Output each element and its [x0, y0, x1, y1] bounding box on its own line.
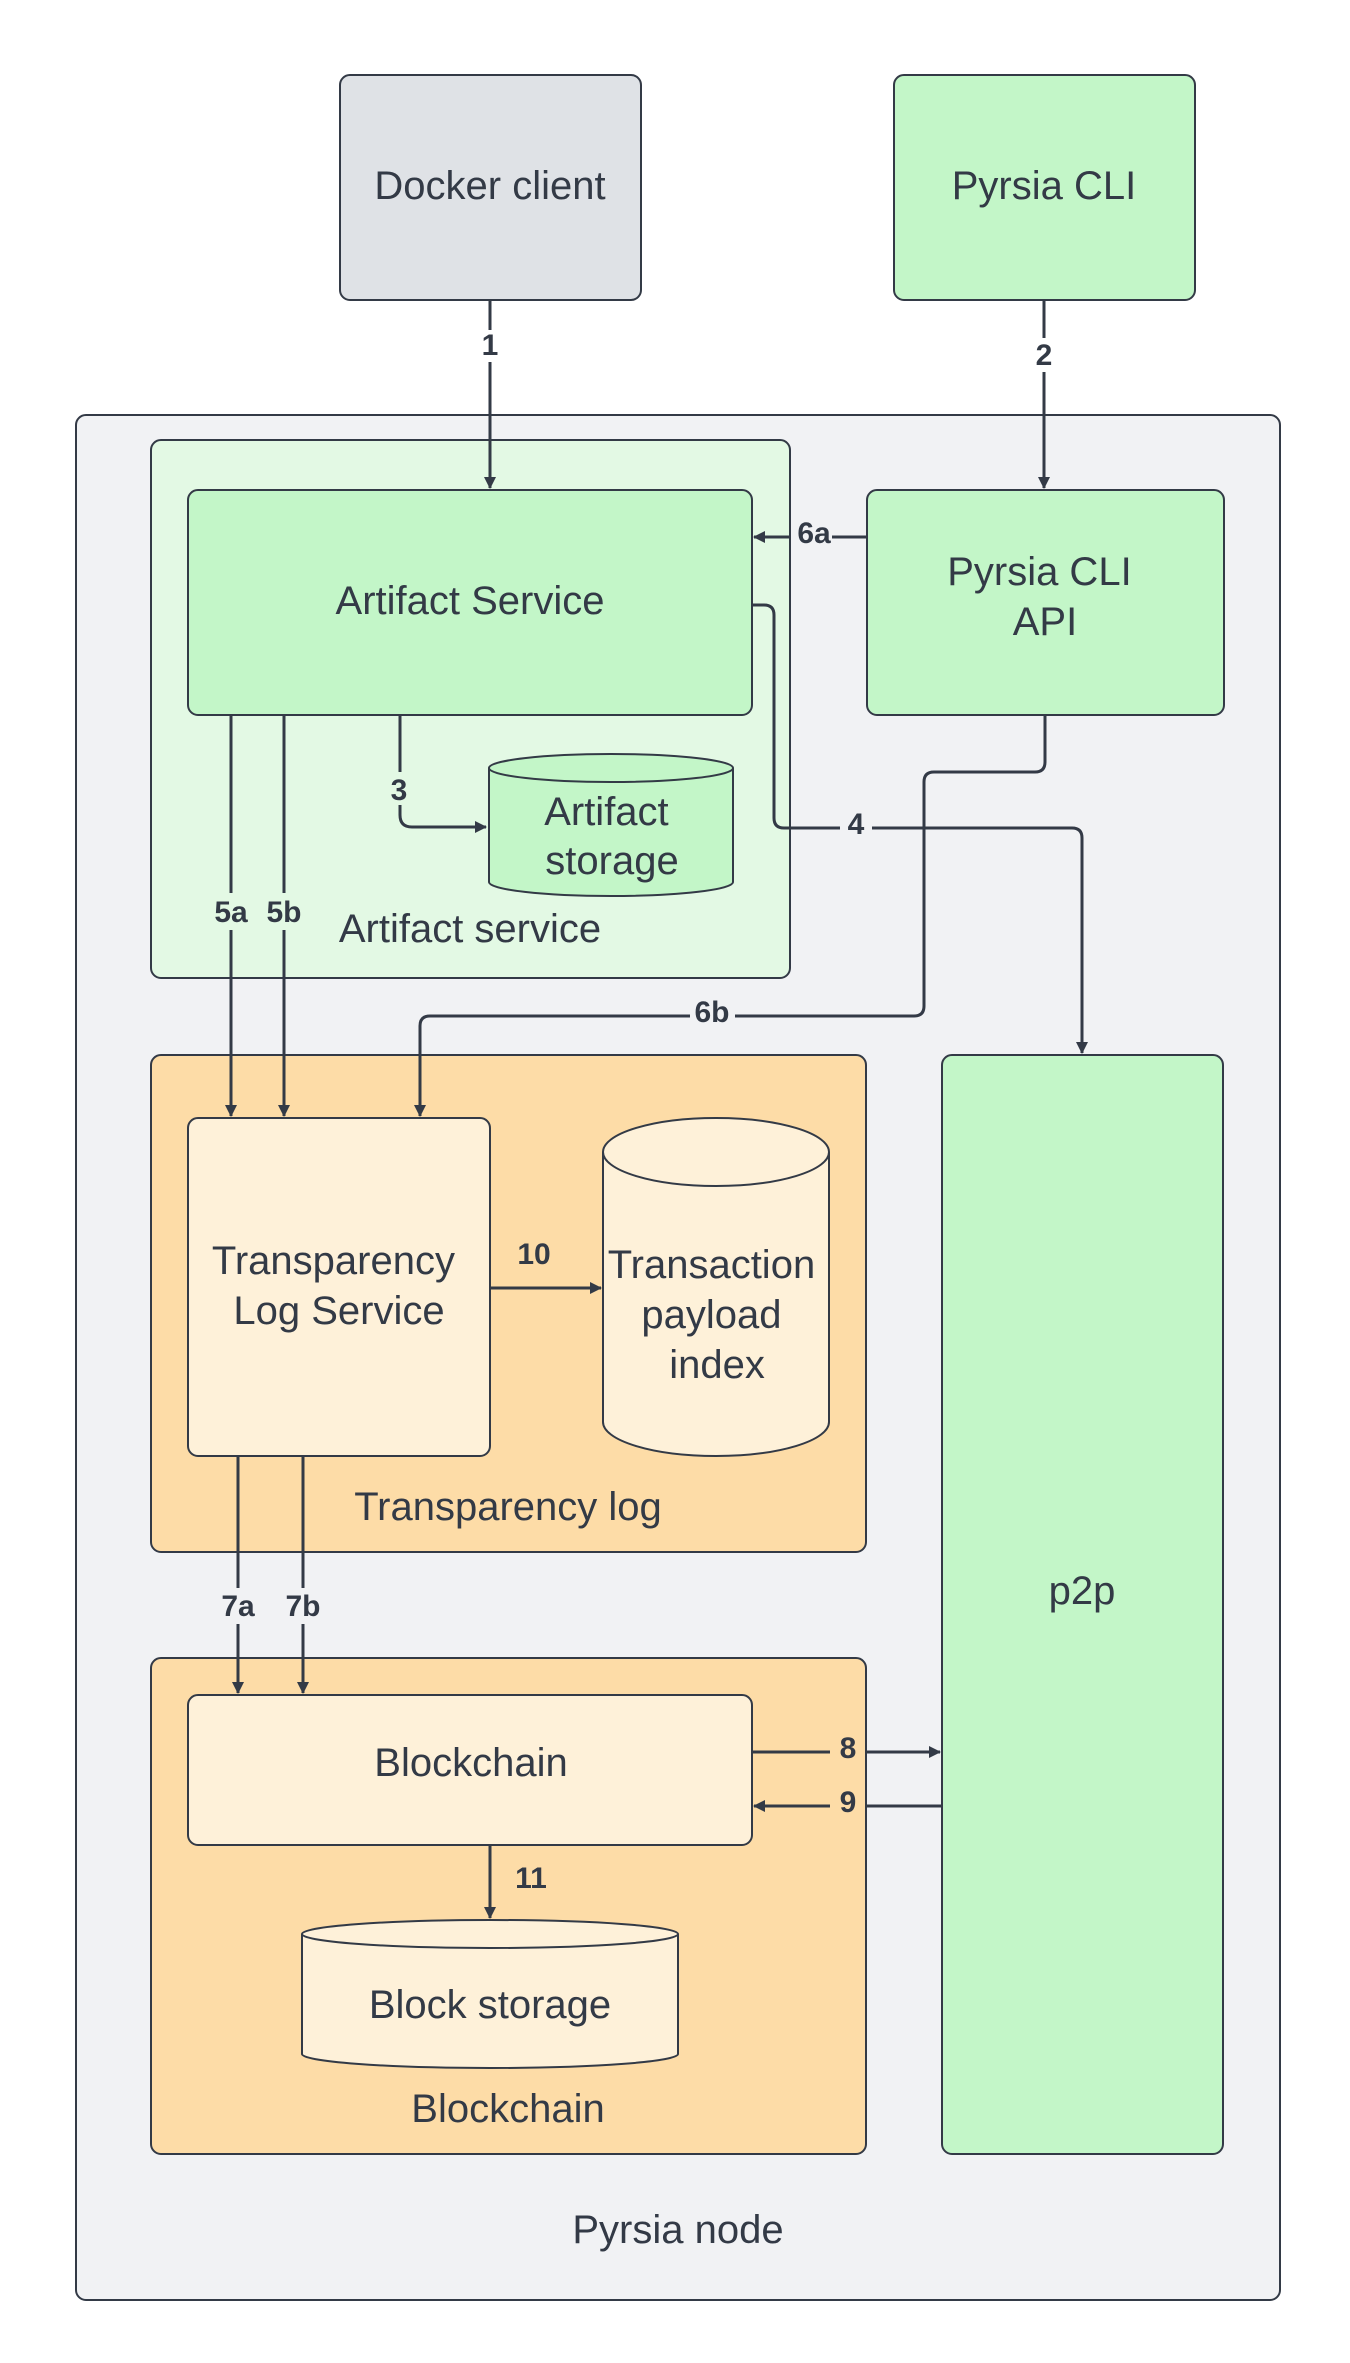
transparency-log-service-label: Transparency Log Service	[212, 1239, 466, 1333]
edge-5b-label: 5b	[266, 896, 301, 929]
edge-7a-label: 7a	[221, 1590, 255, 1623]
transaction-payload-index-cylinder	[602, 1117, 830, 1457]
artifact-service-label: Artifact Service	[336, 579, 605, 623]
pyrsia-cli-api-label: Pyrsia CLI API	[947, 550, 1143, 644]
transparency-log-service-box	[187, 1117, 491, 1457]
edge-6a-label: 6a	[797, 517, 831, 550]
edge-6b-label: 6b	[694, 996, 729, 1029]
edge-9-label: 9	[840, 1786, 857, 1819]
blockchain-box	[187, 1694, 753, 1846]
blockchain-group-label: Blockchain	[411, 2087, 604, 2131]
edge-4	[753, 603, 1082, 1053]
block-storage-cylinder	[301, 1919, 679, 2069]
artifact-service-group-label: Artifact service	[339, 907, 601, 951]
edge-11-label: 11	[515, 1862, 547, 1895]
edge-7b-label: 7b	[285, 1590, 320, 1623]
blockchain-label: Blockchain	[374, 1741, 567, 1785]
edge-4-label: 4	[848, 808, 865, 841]
block-storage-label: Block storage	[369, 1983, 611, 2027]
transaction-payload-index-label: Transaction payload index	[608, 1243, 827, 1387]
transparency-log-group-label: Transparency log	[354, 1485, 662, 1529]
pyrsia-node-label: Pyrsia node	[572, 2208, 783, 2252]
p2p-label: p2p	[1049, 1569, 1116, 1613]
edge-1-label: 1	[482, 329, 499, 362]
pyrsia-cli-label: Pyrsia CLI	[952, 164, 1137, 208]
edge-2-label: 2	[1036, 339, 1053, 372]
edge-6b	[420, 715, 1047, 1116]
edge-3-label: 3	[391, 774, 408, 807]
artifact-storage-cylinder	[488, 753, 734, 897]
artifact-service-box	[187, 489, 753, 716]
edge-8-label: 8	[840, 1732, 857, 1765]
docker-client-label: Docker client	[374, 164, 605, 208]
edge-3	[398, 716, 486, 827]
edge-10-label: 10	[517, 1238, 550, 1271]
artifact-storage-label: Artifact storage	[544, 790, 680, 883]
edge-5a-label: 5a	[214, 896, 248, 929]
